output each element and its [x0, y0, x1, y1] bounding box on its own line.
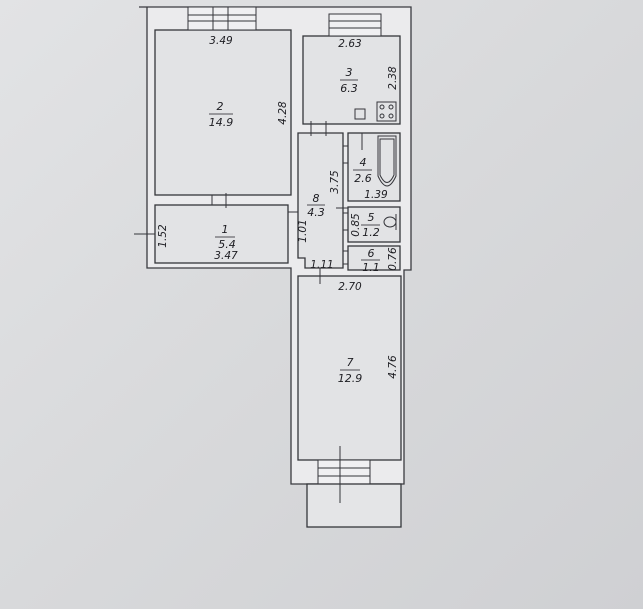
dim-room3-width: 2.63 [338, 38, 361, 50]
dim-room1-height: 1.52 [157, 224, 169, 248]
room-7-number: 7 [347, 356, 354, 369]
dim-room8-height: 3.75 [329, 170, 341, 194]
dim-door-1-8: 1.01 [297, 219, 309, 242]
room-6-area: 1.1 [362, 261, 380, 274]
room-8-number: 8 [313, 192, 320, 205]
sink-kitchen [354, 108, 366, 120]
windows [187, 6, 382, 485]
room-2-number: 2 [217, 100, 224, 113]
room-3-number: 3 [346, 66, 353, 79]
window-room-7 [317, 459, 371, 485]
room-1-number: 1 [222, 223, 229, 236]
room-6 [347, 245, 401, 271]
room-2 [154, 29, 292, 196]
room-labels: 2 14.9 3 6.3 4 2.6 5 1.2 6 1.1 7 12.9 8 … [209, 66, 380, 385]
room-4-area: 2.6 [354, 172, 372, 185]
dimension-labels: 3.49 4.28 2.63 2.38 1.39 3.75 0.85 0.76 … [157, 35, 399, 379]
fixtures [354, 101, 397, 230]
room-1-area: 5.4 [218, 238, 236, 251]
stove [376, 101, 397, 122]
room-2-area: 14.9 [209, 116, 234, 129]
dim-room1-width: 3.47 [214, 250, 238, 262]
bathtub [377, 135, 397, 187]
room-1 [154, 204, 289, 264]
room-4 [347, 132, 401, 202]
dim-room4-width: 1.39 [364, 189, 388, 201]
room-6-number: 6 [368, 247, 375, 260]
window-room-3 [328, 13, 382, 37]
dim-room5-width: 0.85 [350, 213, 362, 237]
balcony [306, 483, 402, 528]
room-8-area: 4.3 [307, 206, 325, 219]
dim-room6-height: 0.76 [387, 247, 399, 271]
room-8 [297, 132, 344, 269]
room-7-area: 12.9 [338, 372, 363, 385]
room-7 [297, 275, 402, 461]
dim-room3-height: 2.38 [387, 66, 399, 90]
door-marks [134, 121, 348, 284]
dim-room2-width: 3.49 [209, 35, 233, 47]
room-5 [347, 206, 401, 243]
dim-room2-height: 4.28 [277, 101, 289, 125]
room-4-number: 4 [360, 156, 367, 169]
window-room-2 [187, 6, 257, 31]
dim-room7-width: 2.70 [338, 281, 362, 293]
dim-room8-width: 1.11 [310, 259, 333, 271]
room-5-area: 1.2 [362, 226, 380, 239]
room-5-number: 5 [368, 211, 375, 224]
room-3-area: 6.3 [340, 82, 358, 95]
dim-room7-height: 4.76 [387, 355, 399, 379]
